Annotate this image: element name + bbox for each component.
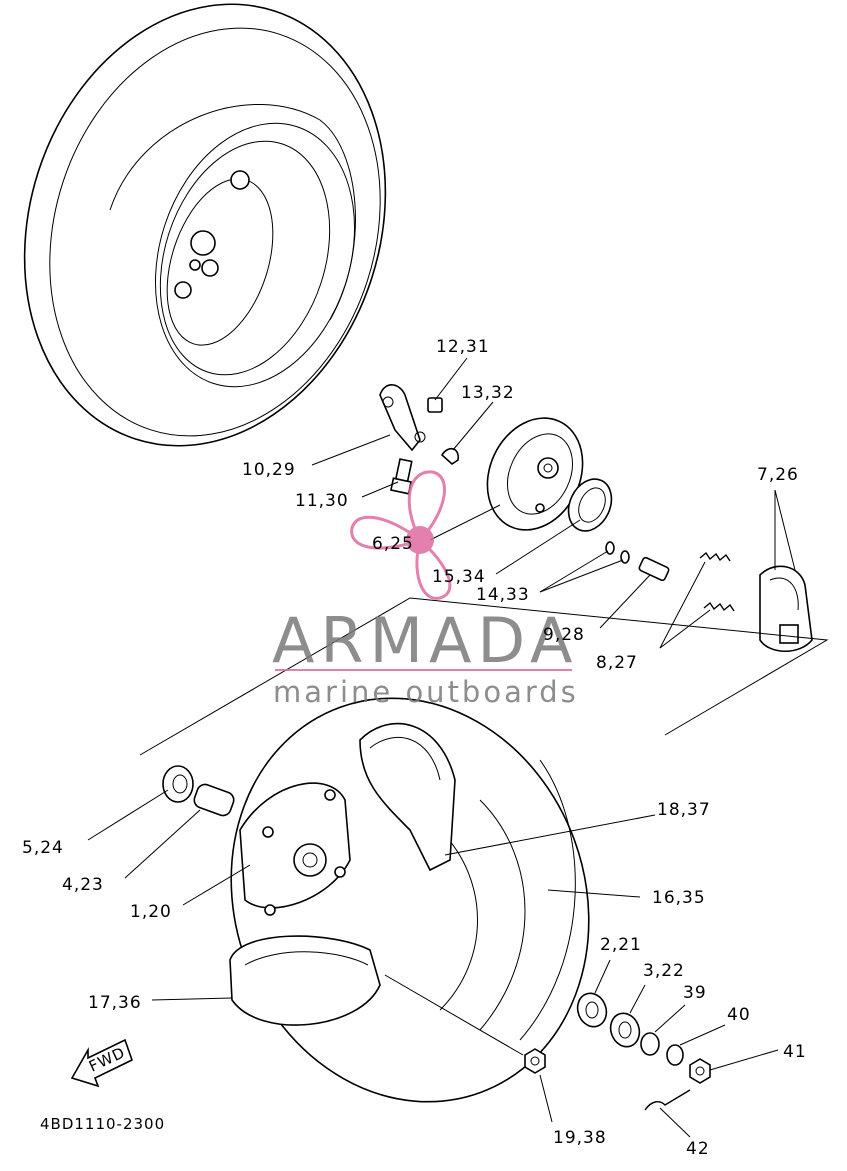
springs-8-27 [699,551,735,612]
callout-8-27: 8,27 [596,653,638,673]
callout-19-38: 19,38 [553,1128,607,1148]
callout-7-26: 7,26 [757,465,799,485]
oil-seal-15-34 [567,478,613,532]
spacer-4-23 [193,783,235,817]
callout-3-22: 3,22 [643,961,685,981]
bearing-2-21 [576,992,608,1028]
washer-39 [640,1032,660,1056]
callout-9-28: 9,28 [543,625,585,645]
diagram-code: 4BD1110-2300 [40,1115,165,1133]
callout-13-32: 13,32 [461,383,515,403]
callout-6-25: 6,25 [372,534,414,554]
washer-40 [666,1044,684,1066]
brake-shoe-plate-6-25 [486,417,584,531]
exploded-view-frame [139,597,829,756]
wheel-rim-half-18-37 [359,722,456,872]
rim-nut-19-38 [524,1048,546,1074]
callout-40: 40 [727,1005,751,1025]
assembled-wheel-tire [23,3,387,447]
callout-14-33: 14,33 [476,585,530,605]
callout-4-23: 4,23 [62,875,104,895]
brake-cam-lever [379,384,426,452]
wheel-rim-half-17-36 [229,935,381,1026]
callout-1-20: 1,20 [130,902,172,922]
adjuster-bolt-9-28 [638,556,670,582]
callout-18-37: 18,37 [657,800,711,820]
bolt-11-30 [390,458,413,495]
callout-labels: 12,31 13,32 10,29 11,30 6,25 15,34 14,33… [22,337,807,1159]
nut-12-31 [427,397,443,413]
brake-shoes-7-26 [759,565,813,652]
bearing-5-24 [162,765,194,803]
callout-5-24: 5,24 [22,838,64,858]
wheel-hub-1-20 [239,782,351,916]
callout-15-34: 15,34 [432,567,486,587]
watermark-subtitle: marine outboards [273,675,579,709]
callout-17-36: 17,36 [88,993,142,1013]
callout-16-35: 16,35 [652,888,706,908]
callout-12-31: 12,31 [436,337,490,357]
armada-watermark: ARMADA marine outboards [272,470,579,709]
o-rings-14-33 [605,541,630,564]
washer-13-32 [440,447,459,466]
propeller-logo-icon [350,470,452,600]
castle-nut-41 [689,1058,711,1084]
fwd-arrow-icon: FWD [70,1038,133,1088]
callout-11-30: 11,30 [295,491,349,511]
callout-41: 41 [783,1042,807,1062]
leader-lines [87,357,796,1138]
callout-39: 39 [683,983,707,1003]
callout-10-29: 10,29 [242,460,296,480]
cotter-pin-42 [644,1089,691,1111]
collar-3-22 [609,1012,641,1048]
watermark-brand: ARMADA [272,604,578,677]
callout-42: 42 [686,1139,710,1159]
callout-2-21: 2,21 [600,935,642,955]
